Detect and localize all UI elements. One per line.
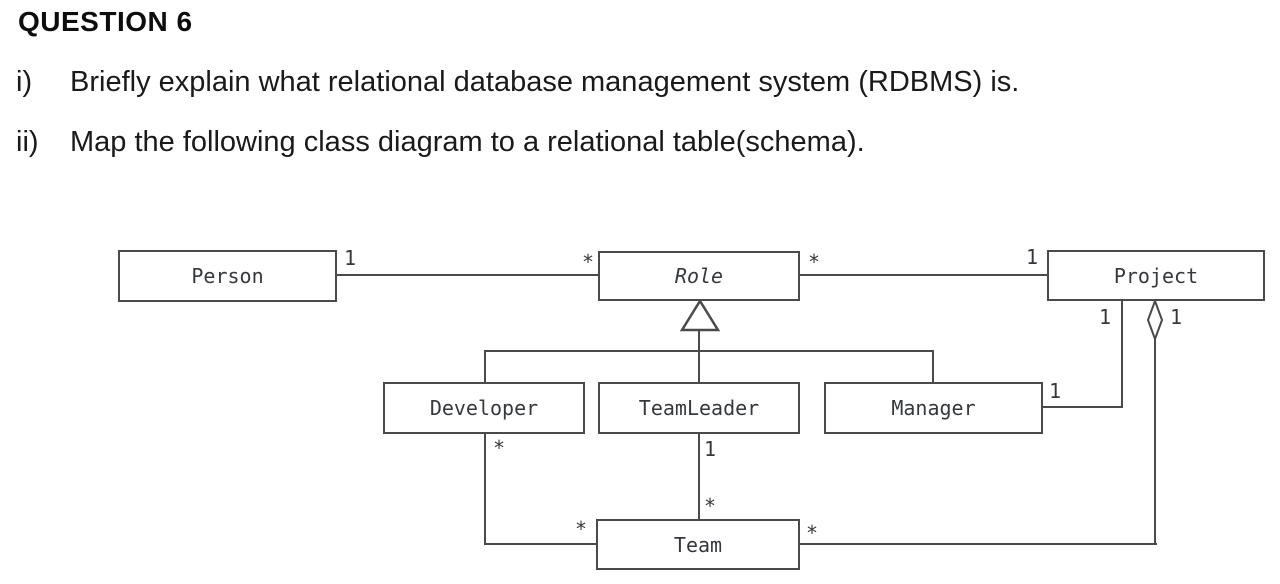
multiplicity-project-manager-one: 1 <box>1099 305 1112 329</box>
inheritance-developer-drop-line <box>484 350 486 383</box>
item-i-marker: i) <box>16 66 33 98</box>
question-item-ii: ii) Map the following class diagram to a… <box>16 126 865 159</box>
multiplicity-role-right-star: * <box>808 250 821 274</box>
association-person-role-line <box>337 274 598 276</box>
class-label-role: Role <box>674 264 724 288</box>
class-box-teamleader: TeamLeader <box>598 382 800 434</box>
association-manager-project-hline <box>1043 406 1123 408</box>
class-label-person: Person <box>191 264 264 288</box>
association-teamleader-team-line <box>698 433 700 520</box>
multiplicity-team-right-star: * <box>806 521 819 545</box>
inheritance-triangle-icon <box>680 299 720 332</box>
class-box-project: Project <box>1047 250 1265 301</box>
multiplicity-team-left-star: * <box>575 517 588 541</box>
aggregation-diamond-icon <box>1146 299 1164 341</box>
class-label-team: Team <box>673 532 723 557</box>
class-label-manager: Manager <box>891 396 976 420</box>
association-role-project-line <box>800 274 1047 276</box>
class-label-project: Project <box>1113 263 1199 288</box>
association-manager-project-vline <box>1121 301 1123 408</box>
item-i-text: Briefly explain what relational database… <box>70 66 1020 98</box>
class-box-manager: Manager <box>824 382 1043 434</box>
inheritance-manager-drop-line <box>932 350 934 383</box>
inheritance-stem-line <box>698 329 700 383</box>
inheritance-bus-line <box>484 350 934 352</box>
association-developer-team-hline <box>484 543 597 545</box>
multiplicity-team-top-star: * <box>704 494 717 518</box>
association-developer-team-vline <box>484 433 486 545</box>
question-item-i: i) Briefly explain what relational datab… <box>16 66 1019 99</box>
multiplicity-manager-one: 1 <box>1049 379 1062 403</box>
aggregation-project-team-vline <box>1154 337 1156 545</box>
class-label-teamleader: TeamLeader <box>638 396 760 420</box>
item-ii-marker: ii) <box>16 126 39 158</box>
multiplicity-role-left-star: * <box>582 250 595 274</box>
multiplicity-project-agg-one: 1 <box>1170 305 1183 329</box>
item-ii-text: Map the following class diagram to a rel… <box>70 126 865 158</box>
class-box-team: Team <box>596 519 800 570</box>
multiplicity-developer-star: * <box>493 436 506 460</box>
class-box-role: Role <box>598 251 800 301</box>
class-box-developer: Developer <box>383 382 585 434</box>
class-box-person: Person <box>118 250 337 302</box>
aggregation-project-team-hline <box>799 543 1157 545</box>
question-title: QUESTION 6 <box>18 6 193 37</box>
class-label-developer: Developer <box>429 396 539 420</box>
multiplicity-person-one: 1 <box>344 246 357 270</box>
multiplicity-teamleader-one: 1 <box>704 437 717 461</box>
multiplicity-project-one: 1 <box>1026 245 1039 269</box>
